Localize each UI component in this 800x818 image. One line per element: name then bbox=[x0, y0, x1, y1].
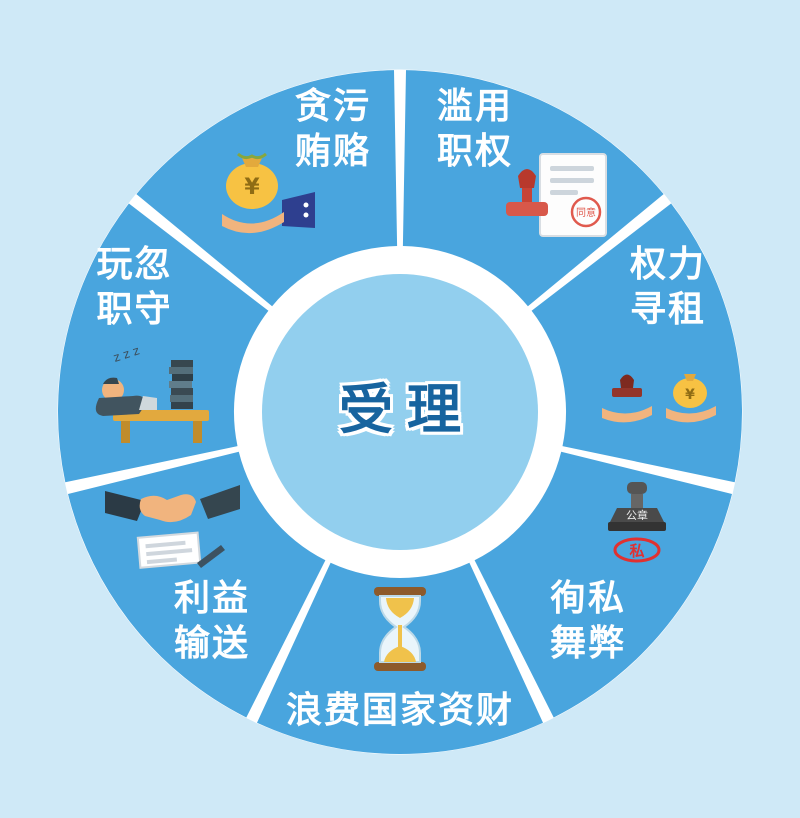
label-line: 职守 bbox=[96, 289, 173, 330]
label-line: 滥用 bbox=[436, 86, 513, 127]
stamp-and-moneybag-icon: ¥ bbox=[602, 374, 716, 423]
label-abuse-of-power: 滥用 职权 bbox=[415, 84, 535, 174]
sand-top bbox=[386, 598, 414, 618]
label-line: 玩忽 bbox=[96, 244, 173, 285]
money-bag bbox=[673, 378, 707, 408]
label-dereliction-of-duty: 玩忽 职守 bbox=[72, 242, 197, 332]
book bbox=[171, 402, 193, 409]
label-line: 贪污 bbox=[294, 86, 371, 127]
label-interest-transfer: 利益 输送 bbox=[152, 576, 272, 666]
right-hand bbox=[666, 406, 716, 423]
hourglass-bottom-cap bbox=[374, 662, 426, 671]
hourglass-top-cap bbox=[374, 587, 426, 596]
segment-favoritism-fraud bbox=[474, 451, 732, 718]
label-favoritism-fraud: 徇私 舞弊 bbox=[528, 576, 648, 666]
label-line: 利益 bbox=[173, 578, 250, 619]
sleeve bbox=[282, 192, 315, 228]
label-power-rent-seeking: 权力 寻租 bbox=[608, 242, 728, 332]
stamped-oval bbox=[613, 537, 661, 563]
center-circle bbox=[262, 274, 538, 550]
sleeper-hair bbox=[103, 377, 119, 384]
book bbox=[171, 388, 193, 395]
currency-symbol: ¥ bbox=[244, 175, 260, 200]
book bbox=[170, 395, 193, 402]
approval-stamp-document-icon: 同意 bbox=[506, 153, 607, 237]
paper-line bbox=[146, 548, 193, 557]
book bbox=[169, 381, 192, 388]
document-line bbox=[550, 190, 578, 195]
book bbox=[169, 367, 193, 374]
segment-power-rent-seeking bbox=[531, 203, 743, 483]
currency-symbol: ¥ bbox=[685, 387, 695, 403]
contract-paper bbox=[136, 531, 202, 569]
label-line: 舞弊 bbox=[549, 623, 626, 664]
pen bbox=[197, 545, 225, 568]
paper-line bbox=[146, 557, 178, 565]
label-corruption-bribery: 贪污 贿赂 bbox=[268, 84, 398, 174]
sleep-zzz-text: z z z bbox=[112, 343, 142, 365]
segment-abuse-of-power bbox=[402, 70, 664, 307]
desk-leg bbox=[121, 421, 130, 443]
stamp-handle bbox=[620, 374, 634, 388]
label-wasting-state-funds: 浪费国家资财 bbox=[285, 690, 514, 731]
book bbox=[171, 360, 193, 367]
label-line: 职权 bbox=[436, 131, 513, 172]
stamped-mark-text: 私 bbox=[628, 542, 644, 560]
stamp-base bbox=[612, 388, 642, 397]
handshake-contract-icon bbox=[105, 485, 240, 569]
left-sleeve bbox=[105, 491, 145, 521]
label-line: 寻租 bbox=[629, 289, 706, 330]
seal-body bbox=[610, 508, 664, 522]
open-hand bbox=[222, 212, 284, 234]
seal-body-text: 公章 bbox=[626, 508, 648, 522]
center-label: 受理 bbox=[339, 378, 475, 441]
paper-line bbox=[145, 540, 186, 549]
sand-stream bbox=[398, 625, 402, 655]
stamp-handle bbox=[518, 169, 536, 188]
label-line: 徇私 bbox=[549, 578, 626, 619]
label-line: 贿赂 bbox=[294, 131, 371, 172]
label-line: 权力 bbox=[629, 244, 706, 285]
money-bag bbox=[226, 163, 278, 209]
bag-leaves bbox=[237, 152, 267, 160]
seal-knob bbox=[627, 482, 647, 494]
clasped-hands bbox=[139, 494, 196, 523]
seal-base bbox=[608, 522, 666, 531]
sleeping-at-desk-icon: z z z bbox=[95, 343, 209, 443]
desk-leg bbox=[193, 421, 202, 443]
moneybag-in-hand-icon: ¥ bbox=[222, 152, 315, 234]
hourglass-icon bbox=[374, 587, 426, 671]
bag-tie bbox=[684, 374, 696, 381]
book bbox=[172, 374, 193, 381]
stamp-neck bbox=[522, 188, 532, 202]
approval-seal-ring bbox=[570, 196, 602, 228]
sleeper-body bbox=[95, 395, 147, 416]
document-line bbox=[550, 166, 594, 171]
label-line: 输送 bbox=[173, 623, 250, 664]
sleeve-button bbox=[303, 212, 309, 218]
document-line bbox=[550, 178, 594, 183]
sleeve-button bbox=[303, 202, 309, 208]
left-hand bbox=[602, 406, 652, 423]
right-sleeve bbox=[200, 485, 240, 519]
stamp-base bbox=[506, 202, 548, 216]
private-seal-icon: 公章 私 bbox=[608, 482, 666, 563]
bag-tie bbox=[242, 158, 262, 167]
sleeper-head bbox=[102, 379, 124, 401]
laptop bbox=[139, 396, 157, 410]
seal-neck bbox=[631, 494, 643, 508]
book-stack bbox=[169, 360, 193, 409]
approval-seal-text: 同意 bbox=[576, 206, 596, 219]
